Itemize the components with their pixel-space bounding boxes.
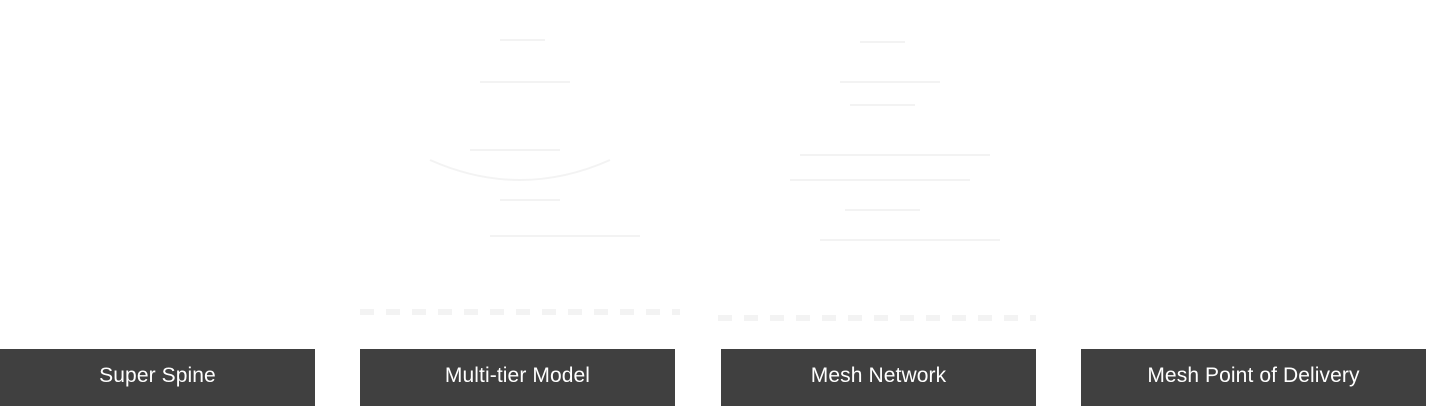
card-mesh-network[interactable]: Mesh Network <box>721 349 1036 406</box>
card-mesh-network-label: Mesh Network <box>810 363 947 387</box>
card-multi-tier-model-label: Multi-tier Model <box>444 363 591 387</box>
card-mesh-point-of-delivery-label: Mesh Point of Delivery <box>1147 363 1360 387</box>
card-mesh-point-of-delivery[interactable]: Mesh Point of Delivery <box>1081 349 1426 406</box>
faint-network-illustration <box>360 39 1036 321</box>
mesh-network-diagram-faint <box>718 41 1036 321</box>
card-multi-tier-model[interactable]: Multi-tier Model <box>360 349 675 406</box>
card-super-spine[interactable]: Super Spine <box>0 349 315 406</box>
card-super-spine-label: Super Spine <box>99 363 216 387</box>
multi-tier-diagram-faint <box>360 39 680 315</box>
